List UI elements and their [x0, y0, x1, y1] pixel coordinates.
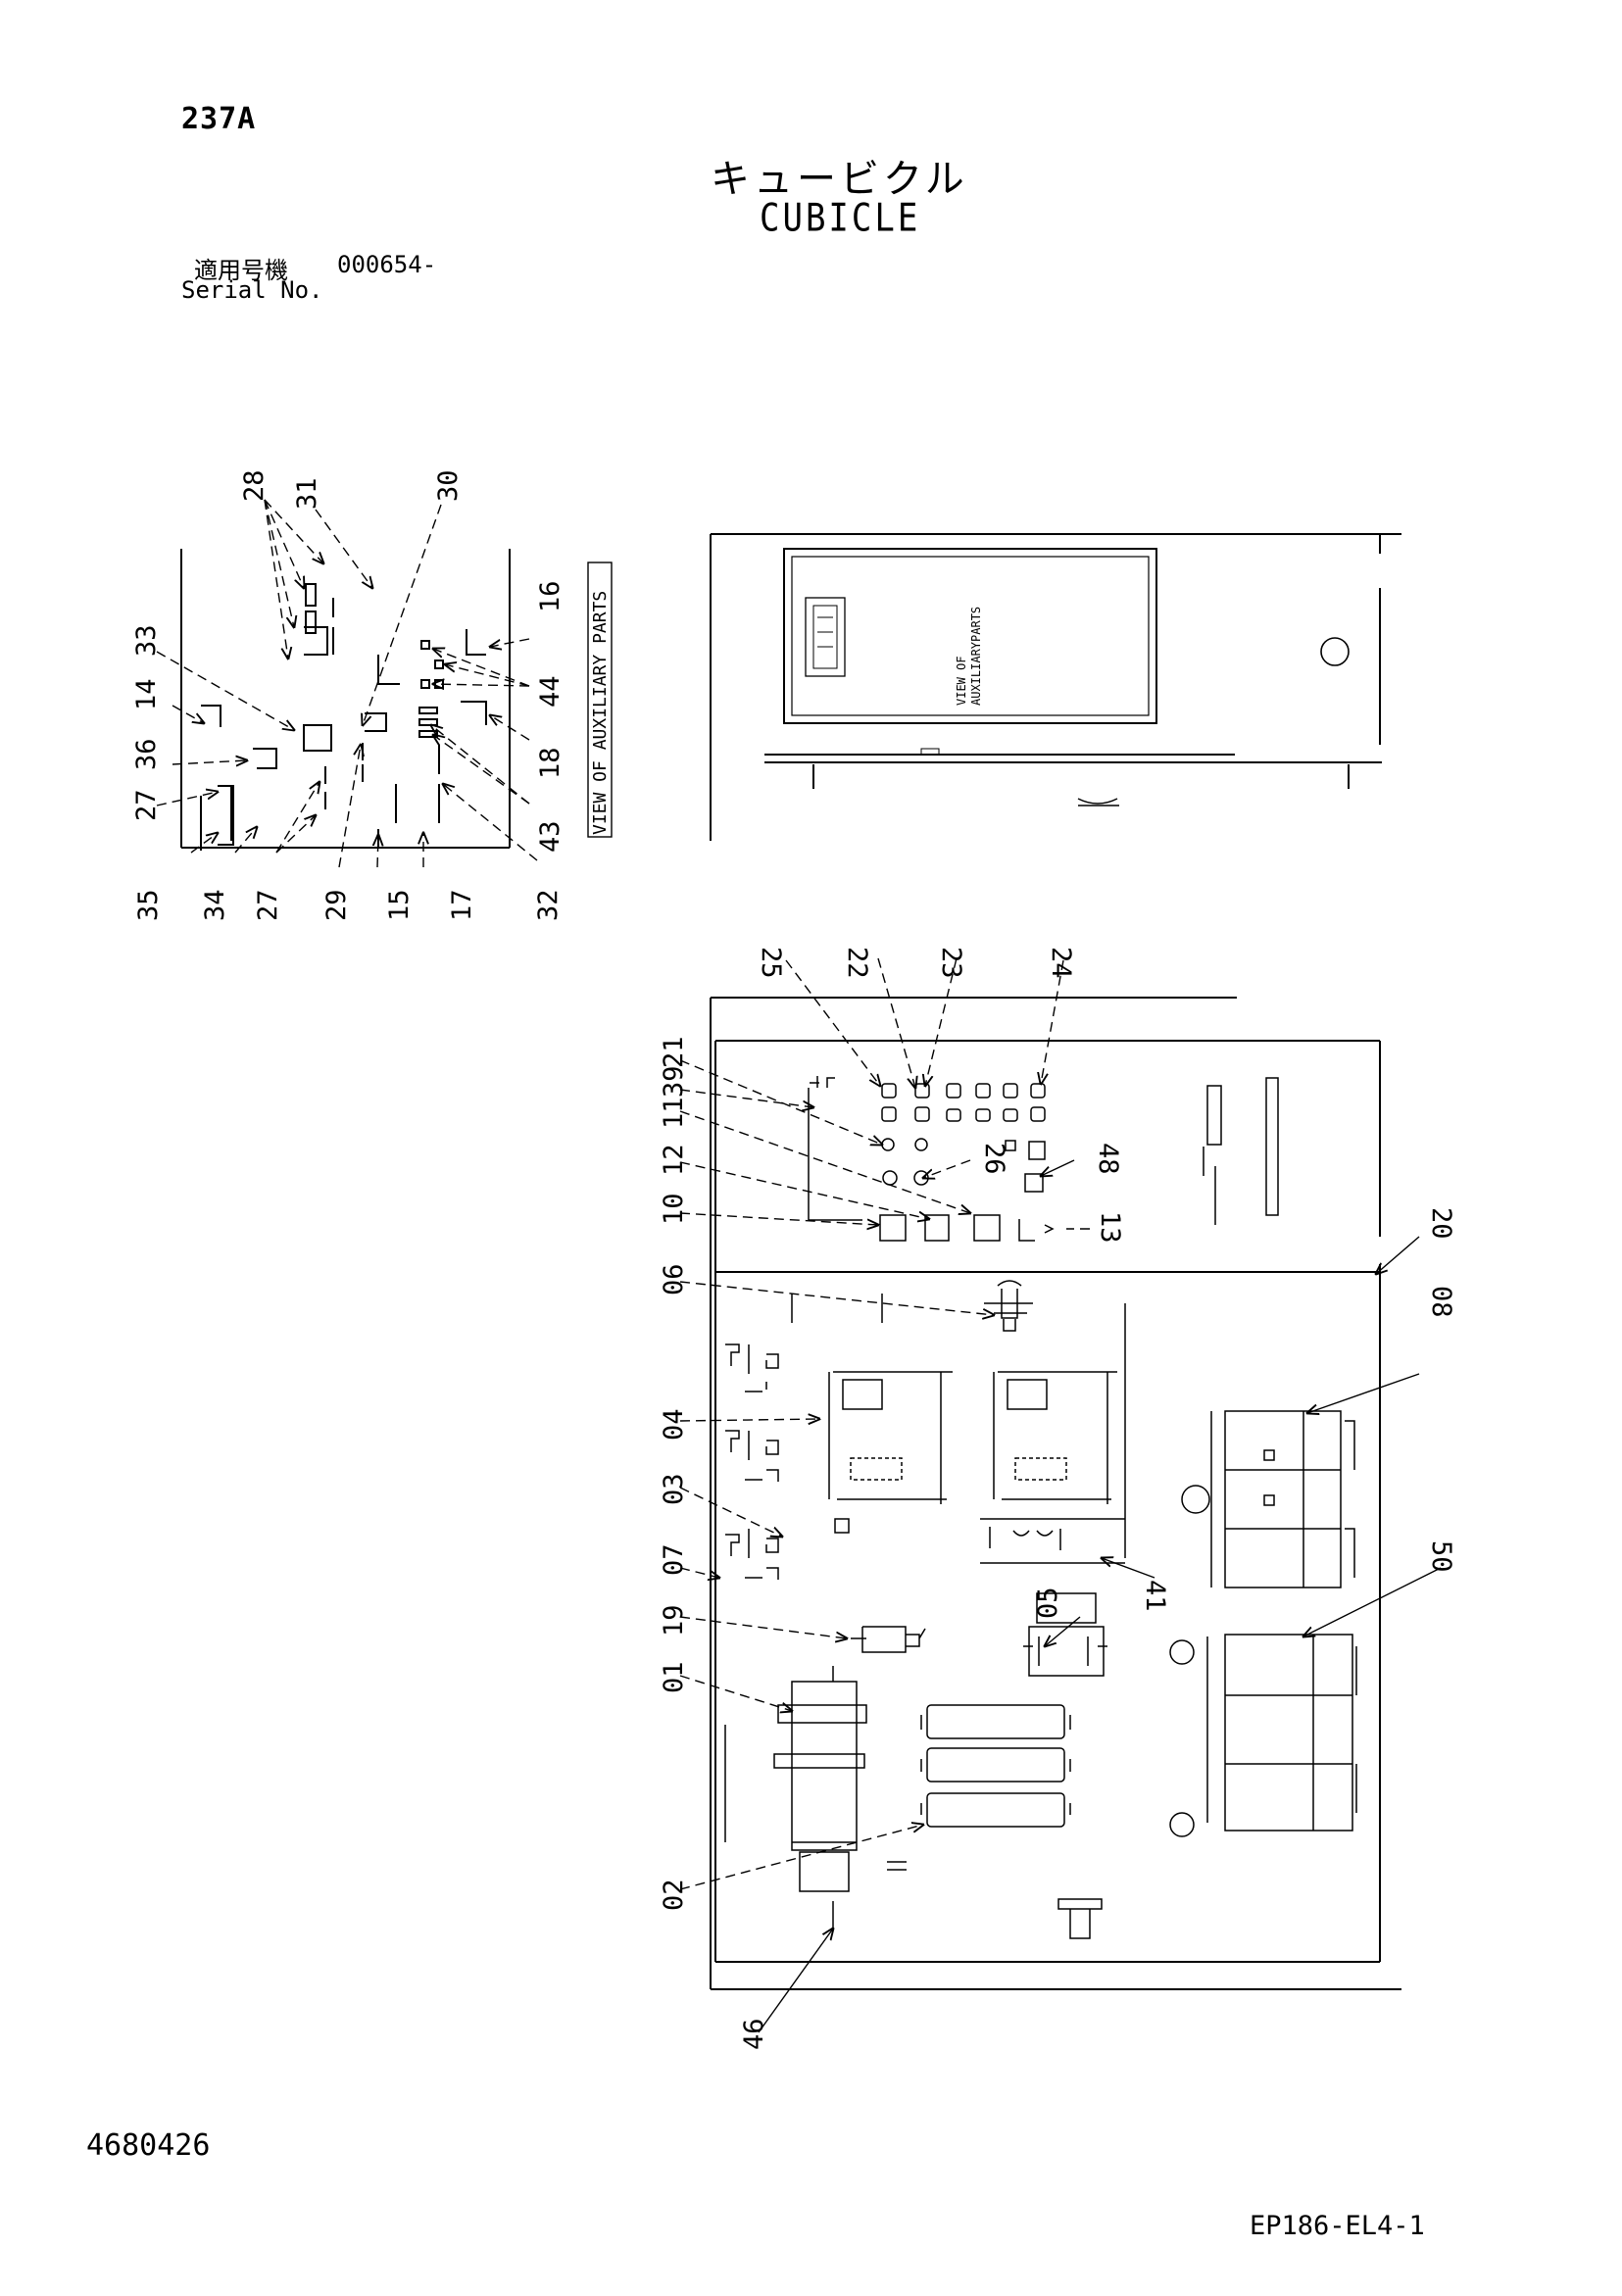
callout-18: 18	[535, 747, 565, 779]
callout-29: 29	[321, 889, 352, 921]
callout-27: 27	[131, 789, 162, 821]
callout-34: 34	[200, 889, 230, 921]
callout-05: 05	[1033, 1587, 1063, 1619]
callout-46: 46	[739, 2018, 769, 2050]
callout-08: 08	[1426, 1286, 1456, 1318]
auxiliary-parts-view: VIEW OF AUXILIARY PARTS 28 31 30 33 14 3…	[131, 469, 613, 921]
callout-16: 16	[535, 580, 565, 612]
callout-50: 50	[1426, 1540, 1456, 1573]
serial-range: 000654-	[337, 251, 437, 278]
callout-33: 33	[131, 624, 162, 657]
callout-41: 41	[1140, 1580, 1170, 1612]
page-number: 237A	[181, 102, 257, 136]
callout-43: 43	[535, 820, 565, 853]
callout-03: 03	[659, 1473, 689, 1505]
callout-17: 17	[447, 889, 477, 921]
callout-36: 36	[131, 738, 162, 770]
callout-06: 06	[659, 1263, 689, 1295]
document-number: 4680426	[86, 2128, 211, 2163]
callout-11: 11	[659, 1097, 689, 1129]
sheet-reference: EP186-EL4-1	[1250, 2211, 1425, 2241]
callout-39: 39	[659, 1065, 689, 1098]
callout-26: 26	[979, 1143, 1009, 1175]
callout-28: 28	[239, 469, 270, 502]
callout-19: 19	[659, 1604, 689, 1637]
callout-22: 22	[842, 947, 872, 979]
callout-27b: 27	[253, 889, 283, 921]
callout-24: 24	[1046, 947, 1076, 979]
callout-10: 10	[659, 1193, 689, 1225]
cubicle-main-view: 25 22 23 24 21 39 11 12 10 06 04 03 07 1…	[659, 947, 1456, 2050]
callout-01: 01	[659, 1661, 689, 1693]
callout-20: 20	[1426, 1207, 1456, 1240]
callout-44: 44	[535, 675, 565, 708]
callout-15: 15	[384, 889, 415, 921]
serial-label-english: Serial No.	[181, 276, 323, 304]
top-view-label-2: AUXILIARYPARTS	[969, 607, 983, 706]
callout-35: 35	[133, 889, 164, 921]
title-japanese: キュービクル	[711, 157, 968, 202]
callout-07: 07	[659, 1543, 689, 1576]
aux-view-caption: VIEW OF AUXILIARY PARTS	[590, 591, 611, 835]
callout-04: 04	[659, 1408, 689, 1441]
callout-25: 25	[756, 947, 786, 979]
callout-14: 14	[131, 678, 162, 710]
callout-48: 48	[1093, 1143, 1123, 1175]
callout-31: 31	[292, 477, 322, 510]
serial-label-japanese: 適用号機	[194, 257, 288, 284]
title-english: CUBICLE	[760, 196, 921, 241]
callout-12: 12	[659, 1144, 689, 1176]
callout-23: 23	[936, 947, 966, 979]
callout-32: 32	[533, 889, 564, 921]
callout-02: 02	[659, 1879, 689, 1911]
callout-13: 13	[1095, 1211, 1125, 1244]
callout-21: 21	[659, 1036, 689, 1068]
callout-30: 30	[433, 469, 464, 502]
top-view-label-1: VIEW OF	[955, 656, 968, 706]
cabinet-top-view: VIEW OF AUXILIARYPARTS	[710, 533, 1401, 841]
